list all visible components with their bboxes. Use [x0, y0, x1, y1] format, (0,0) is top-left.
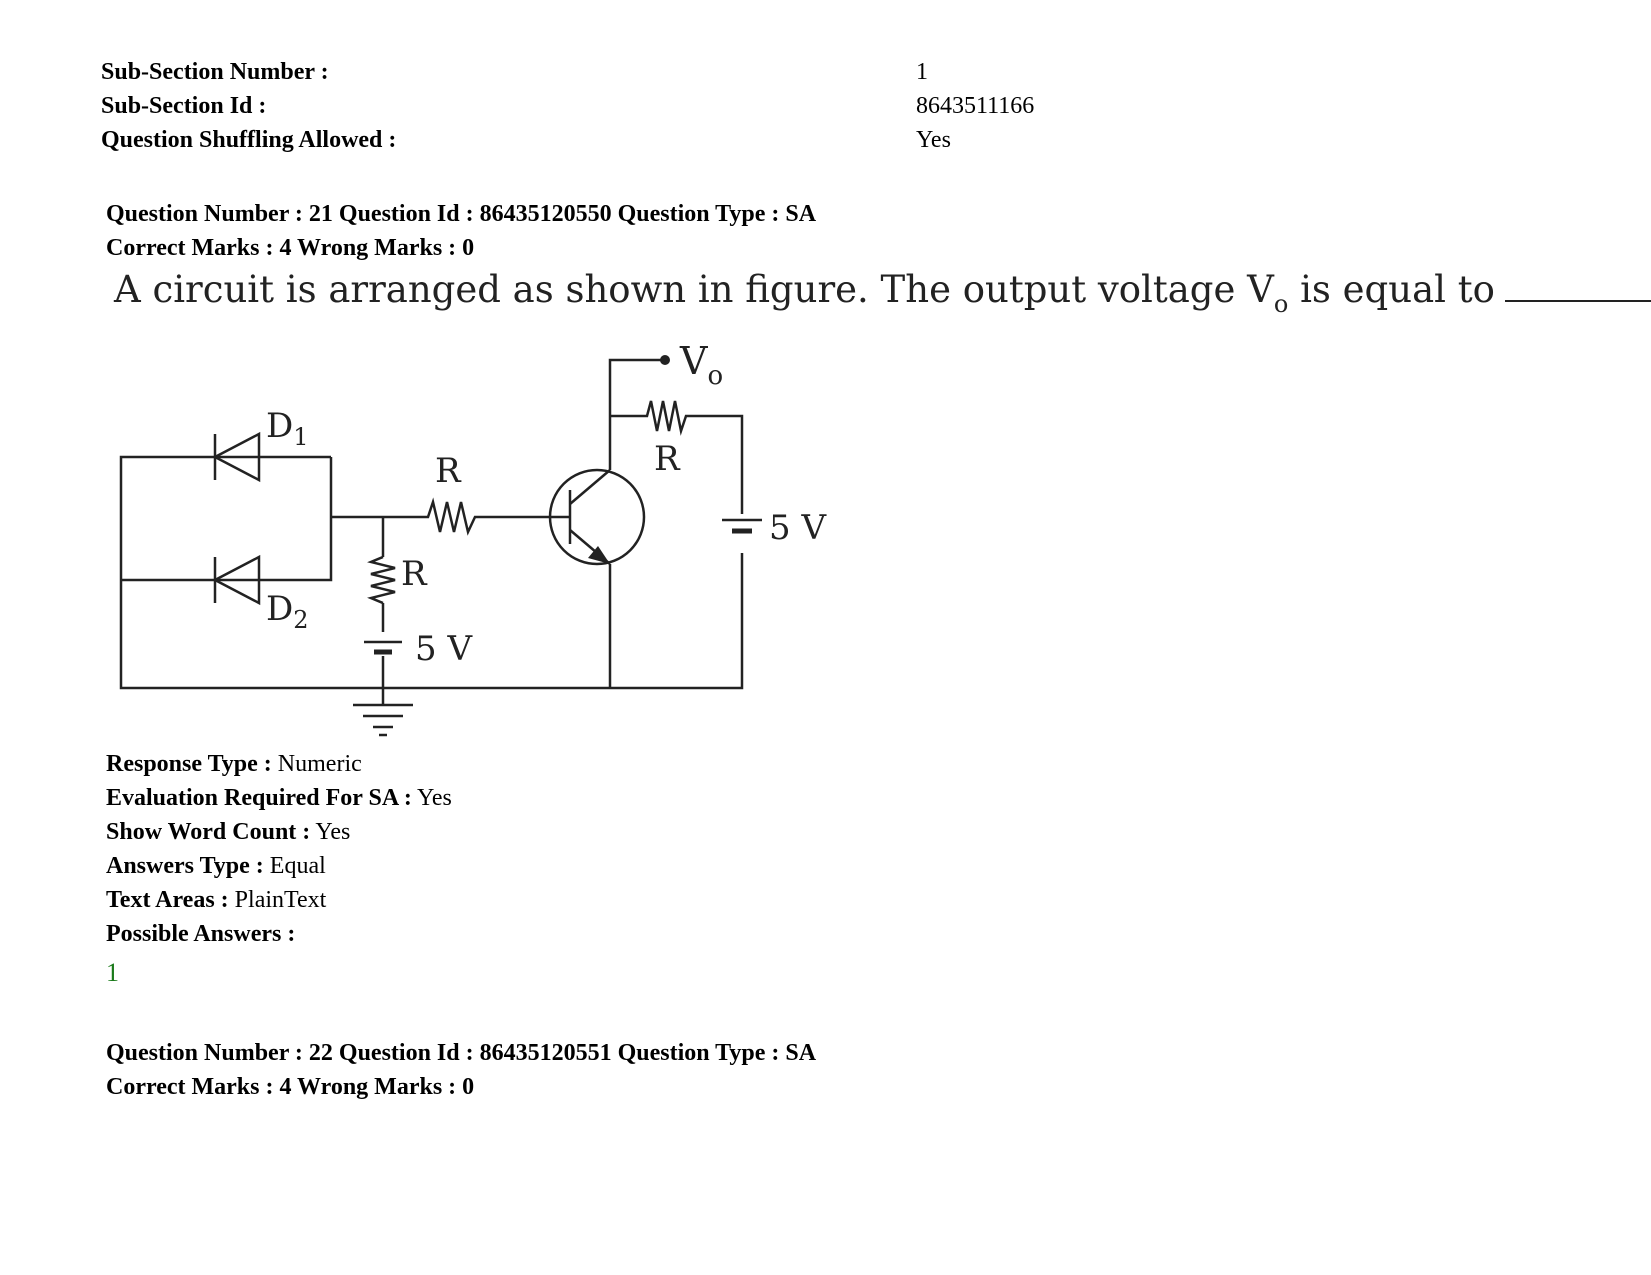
- transistor-emitter-arrow-icon: [588, 546, 610, 564]
- evaluation-required: Evaluation Required For SA : Yes: [106, 782, 452, 814]
- diode-d2-icon: [212, 554, 261, 606]
- response-type-value: Numeric: [271, 751, 362, 777]
- battery-left-label: 5 V: [415, 629, 473, 669]
- q21-question-text: A circuit is arranged as shown in figure…: [114, 268, 1651, 318]
- vo-label: Vo: [679, 339, 723, 391]
- show-word-count-value: Yes: [310, 819, 351, 845]
- subsection-number-value: 1: [916, 59, 928, 85]
- output-terminal-dot: [660, 355, 670, 365]
- show-word-count-label: Show Word Count :: [106, 819, 311, 845]
- diode-d1-icon: [212, 431, 261, 483]
- battery-left-icon: [364, 640, 402, 655]
- question-shuffle-value: Yes: [916, 127, 951, 153]
- battery-right-label: 5 V: [769, 508, 827, 548]
- r-collector-label: R: [654, 439, 681, 479]
- r-series-label: R: [435, 451, 462, 491]
- r-shunt-label: R: [401, 554, 428, 594]
- text-areas-value: PlainText: [228, 887, 327, 913]
- possible-answers-label: Possible Answers :: [106, 921, 296, 947]
- q21-text-after: is equal to: [1288, 268, 1495, 311]
- evaluation-required-value: Yes: [411, 785, 452, 811]
- answer-blank: [1504, 270, 1651, 302]
- evaluation-required-label: Evaluation Required For SA :: [106, 785, 412, 811]
- circuit-wires: [119, 358, 744, 737]
- answers-type-value: Equal: [263, 853, 326, 879]
- q21-header: Question Number : 21 Question Id : 86435…: [106, 201, 817, 227]
- question-shuffle-label: Question Shuffling Allowed :: [101, 127, 397, 153]
- subsection-id-value: 8643511166: [916, 93, 1035, 119]
- q21-marks: Correct Marks : 4 Wrong Marks : 0: [106, 235, 475, 261]
- subsection-id-label: Sub-Section Id :: [101, 93, 267, 119]
- battery-right-icon: [722, 518, 762, 534]
- q22-marks: Correct Marks : 4 Wrong Marks : 0: [106, 1074, 475, 1100]
- possible-answers: Possible Answers :: [106, 918, 295, 950]
- d2-label: D2: [266, 589, 309, 634]
- circuit-diagram: Vo D1 D2 R R R 5 V 5 V: [119, 339, 827, 737]
- q21-text-sub: o: [1273, 290, 1289, 318]
- q21-text-before: A circuit is arranged as shown in figure…: [114, 268, 1274, 311]
- possible-answer-value: 1: [106, 958, 119, 987]
- response-type: Response Type : Numeric: [106, 748, 362, 780]
- answers-type: Answers Type : Equal: [106, 850, 326, 882]
- text-areas-label: Text Areas :: [106, 887, 229, 913]
- subsection-number-label: Sub-Section Number :: [101, 59, 329, 85]
- show-word-count: Show Word Count : Yes: [106, 816, 350, 848]
- q22-header: Question Number : 22 Question Id : 86435…: [106, 1040, 817, 1066]
- response-type-label: Response Type :: [106, 751, 272, 777]
- d1-label: D1: [266, 406, 309, 451]
- text-areas: Text Areas : PlainText: [106, 884, 326, 916]
- answers-type-label: Answers Type :: [106, 853, 264, 879]
